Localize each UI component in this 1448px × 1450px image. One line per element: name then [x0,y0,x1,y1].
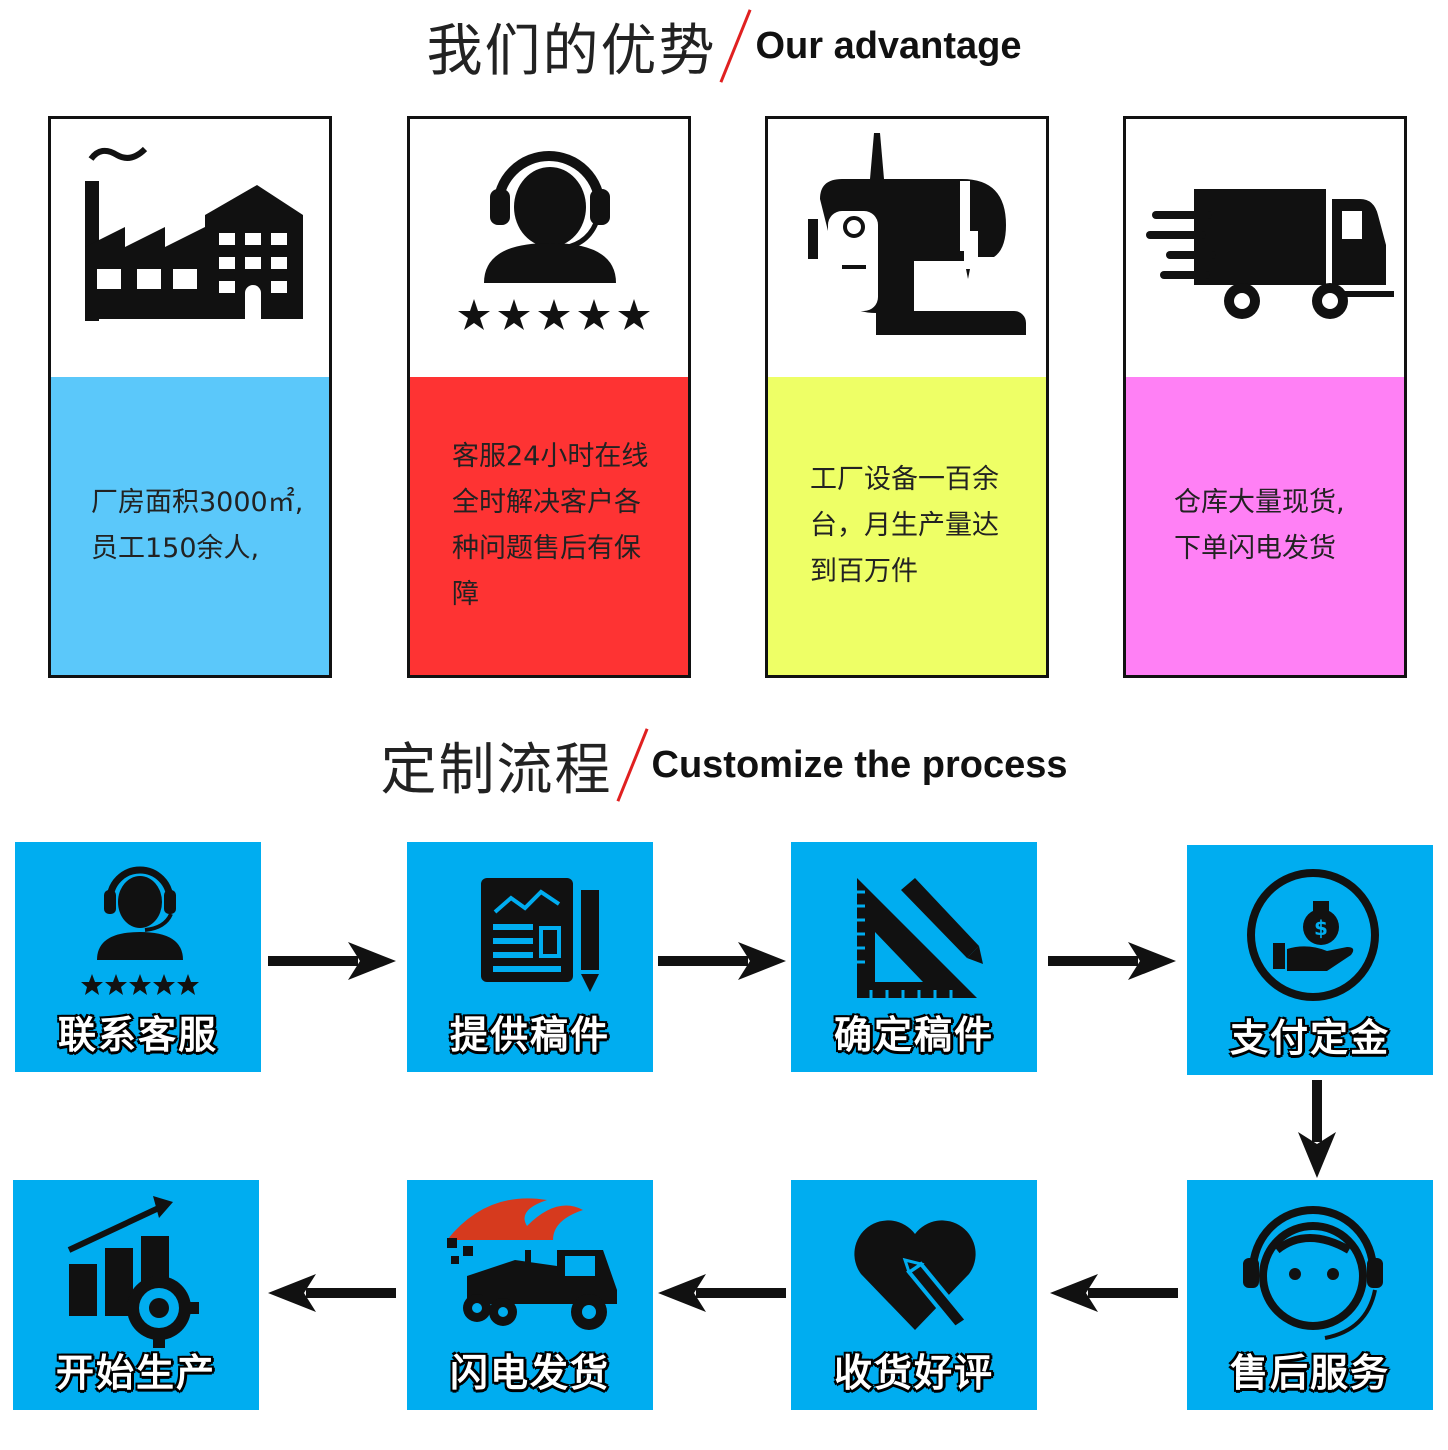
heart-pen-icon [791,1180,1037,1350]
arrow-down-icon [1298,1080,1336,1178]
heading-slash [615,728,649,802]
advantage-text-area: 仓库大量现货, 下单闪电发货 [1126,377,1404,675]
arrow-left-icon [268,1274,396,1312]
ruler-pen-icon [791,842,1037,1012]
step-label: 提供稿件 [449,1013,610,1057]
document-pencil-icon [407,842,653,1012]
arrow-left-icon [658,1274,786,1312]
process-step-deposit: $ 支付定金 [1187,845,1433,1075]
advantage-text-area: 厂房面积3000㎡, 员工150余人, [51,377,329,675]
process-step-contact: 联系客服 [15,842,261,1072]
process-step-confirm: 确定稿件 [791,842,1037,1072]
advantage-text: 客服24小时在线 全时解决客户各 种问题售后有保 障 [452,441,649,610]
advantage-heading-en: Our advantage [755,24,1022,67]
factory-icon [51,119,329,377]
growth-gear-icon [13,1180,259,1350]
customer-service-icon [410,119,688,377]
process-step-production: 开始生产 [13,1180,259,1410]
heading-slash [719,9,752,83]
step-label: 售后服务 [1229,1351,1390,1395]
step-label: 闪电发货 [449,1351,610,1395]
advantage-card-service: 客服24小时在线 全时解决客户各 种问题售后有保 障 [407,116,691,678]
step-label: 收货好评 [833,1351,994,1395]
arrow-left-icon [1050,1274,1178,1312]
advantage-text: 仓库大量现货, 下单闪电发货 [1174,487,1345,564]
advantage-heading: 我们的优势 Our advantage [0,8,1448,84]
advantage-text: 厂房面积3000㎡, 员工150余人, [91,487,304,564]
advantage-heading-cn: 我们的优势 [426,18,717,84]
advantage-card-stock: 仓库大量现货, 下单闪电发货 [1123,116,1407,678]
headset-agent-icon [15,842,261,1012]
advantage-text-area: 工厂设备一百余 台，月生产量达 到百万件 [768,377,1046,675]
process-step-review: 收货好评 [791,1180,1037,1410]
advantage-card-factory: 厂房面积3000㎡, 员工150余人, [48,116,332,678]
support-face-icon [1187,1180,1433,1350]
process-heading-cn: 定制流程 [380,737,613,803]
advantage-card-equipment: 工厂设备一百余 台，月生产量达 到百万件 [765,116,1049,678]
arrow-right-icon [268,942,396,980]
step-label: 联系客服 [57,1013,218,1057]
arrow-right-icon [1048,942,1176,980]
advantage-text-area: 客服24小时在线 全时解决客户各 种问题售后有保 障 [410,377,688,675]
process-step-after-sales: 售后服务 [1187,1180,1433,1410]
step-label: 确定稿件 [833,1013,994,1057]
svg-text:$: $ [1314,916,1328,940]
arrow-right-icon [658,942,786,980]
fast-truck-icon [407,1180,653,1350]
process-step-ship: 闪电发货 [407,1180,653,1410]
advantage-text: 工厂设备一百余 台，月生产量达 到百万件 [810,464,999,587]
process-heading-en: Customize the process [651,743,1068,786]
money-hand-icon: $ [1187,845,1433,1015]
delivery-truck-icon [1126,119,1404,377]
sewing-machine-icon [768,119,1046,377]
step-label: 开始生产 [55,1351,216,1395]
process-heading: 定制流程 Customize the process [0,726,1448,804]
step-label: 支付定金 [1229,1016,1390,1060]
process-step-submit: 提供稿件 [407,842,653,1072]
